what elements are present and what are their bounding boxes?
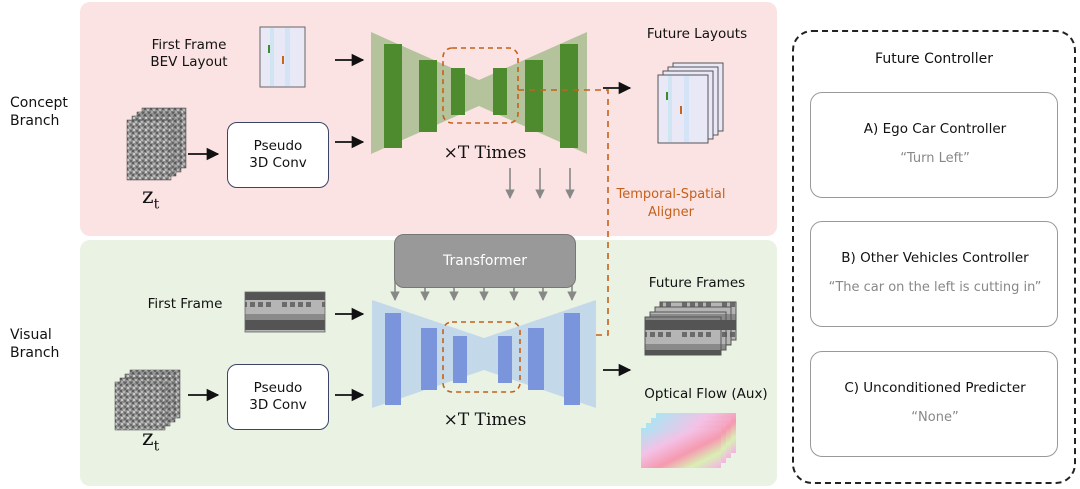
ego-car-controller-condition: “Turn Left” (900, 151, 970, 166)
future-controller-panel (792, 30, 1076, 484)
future-layouts-label: Future Layouts (646, 26, 748, 42)
first-frame-label: First Frame (147, 296, 223, 312)
ego-car-controller-title: A) Ego Car Controller (863, 121, 1007, 137)
optical-flow-stack (641, 413, 736, 468)
concept-unet (371, 32, 587, 154)
temporal-spatial-aligner-label: Temporal-Spatial Aligner (616, 187, 726, 220)
future-controller-title: Future Controller (875, 51, 993, 67)
concept-noise-symbol: z (142, 184, 154, 209)
future-layouts-stack (657, 62, 724, 144)
concept-pseudo-3d-conv-label: Pseudo 3D Conv (249, 138, 307, 171)
unconditioned-predicter-card[interactable]: C) Unconditioned Predicter “None” (810, 351, 1058, 457)
future-frames-label: Future Frames (648, 275, 746, 291)
concept-times-label: ×T Times (443, 143, 527, 163)
transformer-block: Transformer (394, 234, 576, 288)
noise-latent-stack-visual (114, 369, 181, 431)
concept-noise-label: zt (142, 184, 159, 212)
unconditioned-predicter-condition: “None” (911, 410, 959, 425)
ego-car-controller-card[interactable]: A) Ego Car Controller “Turn Left” (810, 92, 1058, 198)
unconditioned-predicter-title: C) Unconditioned Predicter (844, 380, 1026, 396)
visual-pseudo-3d-conv-label: Pseudo 3D Conv (249, 380, 307, 413)
optical-flow-label: Optical Flow (Aux) (644, 386, 768, 402)
first-frame-image (244, 291, 326, 333)
visual-branch-label: Visual Branch (10, 327, 60, 361)
visual-noise-subscript: t (153, 438, 160, 455)
visual-noise-symbol: z (142, 426, 154, 451)
bev-layout-image (259, 26, 306, 88)
first-frame-bev-label: First Frame BEV Layout (150, 37, 228, 70)
visual-noise-label: zt (142, 426, 159, 454)
future-frames-stack (644, 301, 737, 356)
other-vehicles-controller-title: B) Other Vehicles Controller (841, 250, 1029, 266)
visual-times-label: ×T Times (443, 410, 527, 430)
other-vehicles-controller-card[interactable]: B) Other Vehicles Controller “The car on… (810, 221, 1058, 327)
noise-latent-stack (126, 107, 187, 181)
concept-noise-subscript: t (153, 196, 160, 213)
visual-unet (372, 300, 596, 408)
concept-pseudo-3d-conv: Pseudo 3D Conv (227, 122, 329, 188)
concept-branch-label: Concept Branch (10, 95, 68, 129)
other-vehicles-controller-condition: “The car on the left is cutting in” (828, 280, 1042, 295)
visual-pseudo-3d-conv: Pseudo 3D Conv (227, 364, 329, 430)
transformer-label: Transformer (442, 253, 527, 269)
